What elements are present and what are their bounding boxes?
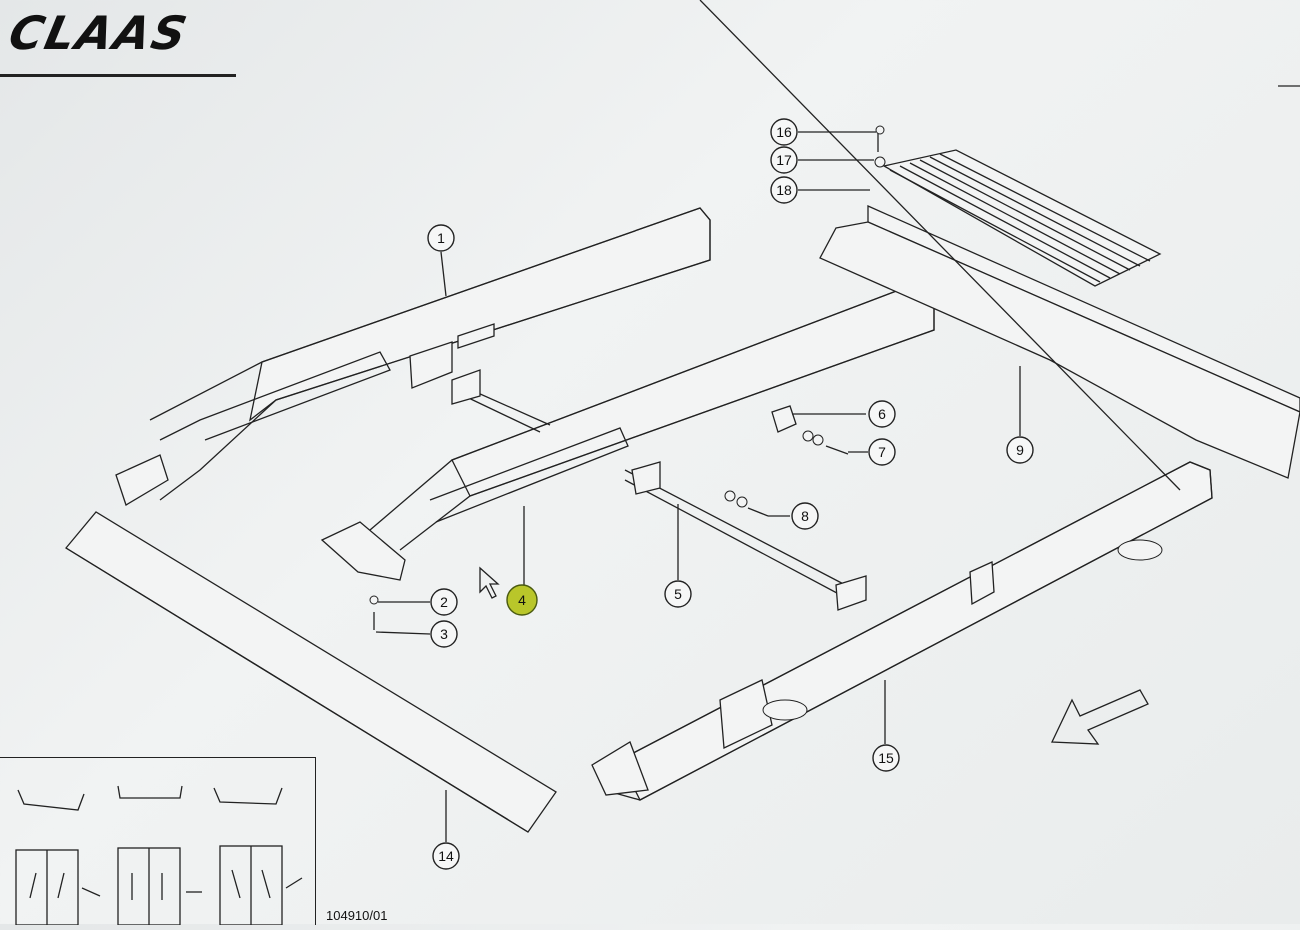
callout-15[interactable]: 15 (872, 744, 900, 772)
hardware-fasteners (369, 405, 849, 630)
svg-text:7: 7 (878, 444, 886, 460)
callout-8[interactable]: 8 (791, 502, 819, 530)
svg-text:8: 8 (801, 508, 809, 524)
callout-16[interactable]: 16 (770, 118, 798, 146)
svg-text:15: 15 (878, 750, 894, 766)
part-5-crossbar (624, 461, 867, 611)
callout-5[interactable]: 5 (664, 580, 692, 608)
callout-2[interactable]: 2 (430, 588, 458, 616)
svg-text:3: 3 (440, 626, 448, 642)
direction-arrow-icon (1050, 689, 1149, 745)
svg-text:5: 5 (674, 586, 682, 602)
svg-text:17: 17 (776, 152, 792, 168)
callout-4-highlighted[interactable]: 4 (506, 584, 538, 616)
configuration-legend (0, 757, 316, 926)
svg-text:16: 16 (776, 124, 792, 140)
part-15-rail (591, 0, 1213, 801)
callout-1[interactable]: 1 (427, 224, 455, 252)
svg-text:14: 14 (438, 848, 454, 864)
callout-6[interactable]: 6 (868, 400, 896, 428)
callout-7[interactable]: 7 (868, 438, 896, 466)
legend-symbols (15, 785, 303, 926)
header-rule (0, 74, 236, 77)
callout-14[interactable]: 14 (432, 842, 460, 870)
svg-text:9: 9 (1016, 442, 1024, 458)
callout-17[interactable]: 17 (770, 146, 798, 174)
svg-text:18: 18 (776, 182, 792, 198)
svg-text:2: 2 (440, 594, 448, 610)
svg-text:6: 6 (878, 406, 886, 422)
callout-9[interactable]: 9 (1006, 436, 1034, 464)
part-14-bar (65, 511, 557, 833)
svg-text:1: 1 (437, 230, 445, 246)
drawing-reference-number: 104910/01 (326, 908, 388, 923)
svg-text:4: 4 (518, 592, 526, 608)
mouse-cursor-icon (479, 566, 500, 599)
callout-3[interactable]: 3 (430, 620, 458, 648)
callout-18[interactable]: 18 (770, 176, 798, 204)
leader-lines (375, 131, 1021, 842)
part-4-rail (320, 281, 935, 581)
part-1-rail (115, 207, 711, 506)
part-9-deflector (819, 125, 1300, 479)
